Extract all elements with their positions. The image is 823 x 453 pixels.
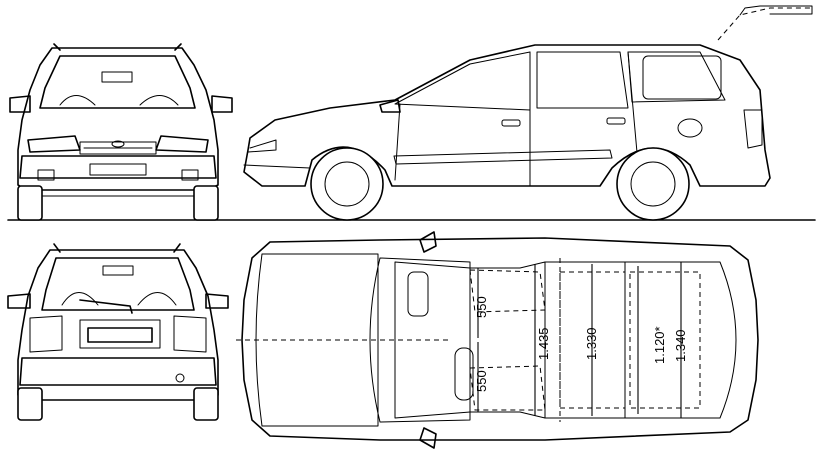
dim-cargo-floor: 1.120*: [652, 326, 667, 364]
top-view: 550 550 1.435 1.330 1.120* 1.340: [236, 231, 759, 449]
rear-wheel: [616, 147, 690, 221]
mirror-top-left: [419, 231, 437, 253]
front-view: [9, 43, 233, 221]
side-view: [243, 5, 813, 221]
front-wheel: [310, 147, 384, 221]
dim-interior-front: 1.435: [536, 327, 551, 360]
dim-front-seat-lower: 550: [474, 370, 489, 392]
mirror-top-right: [419, 427, 437, 449]
dim-interior-rear: 1.330: [584, 327, 599, 360]
rear-view: [7, 243, 229, 421]
dim-cargo: 1.340: [673, 329, 688, 362]
dim-front-seat-upper: 550: [474, 296, 489, 318]
